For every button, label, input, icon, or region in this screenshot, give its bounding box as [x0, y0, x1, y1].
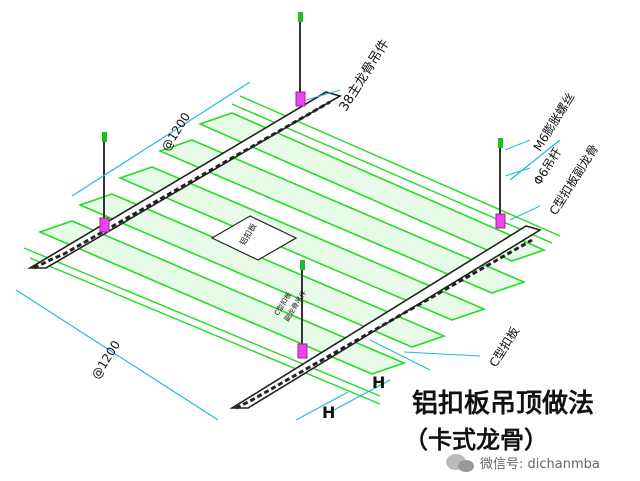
dimension-lines	[15, 81, 561, 421]
label-hanger-rod: Φ6吊杆	[531, 145, 565, 187]
rod-tops	[102, 12, 503, 270]
hanger-clips	[99, 91, 506, 359]
watermark-text: 微信号: dichanmba	[480, 457, 600, 472]
panel-strip	[37, 220, 407, 375]
label-h1: H	[322, 403, 335, 422]
hanger-rods	[103, 14, 501, 346]
diagram-subtitle: （卡式龙骨）	[404, 426, 548, 454]
label-h2: H	[372, 373, 385, 392]
panel-strip	[197, 112, 547, 262]
panel-strip	[117, 166, 487, 321]
aluminum-panels	[37, 112, 547, 375]
leader-lines	[305, 89, 541, 357]
panel-strip	[157, 139, 527, 294]
label-main-runner-hanger: 38主龙骨吊件	[337, 37, 393, 114]
panel-sample	[210, 215, 298, 261]
diagram-title: 铝扣板吊顶做法	[412, 389, 594, 419]
runner-front	[229, 225, 542, 409]
label-c-panel: C型扣板	[487, 325, 522, 370]
wechat-icon	[446, 454, 474, 472]
label-dim-left: @1200	[89, 338, 123, 382]
